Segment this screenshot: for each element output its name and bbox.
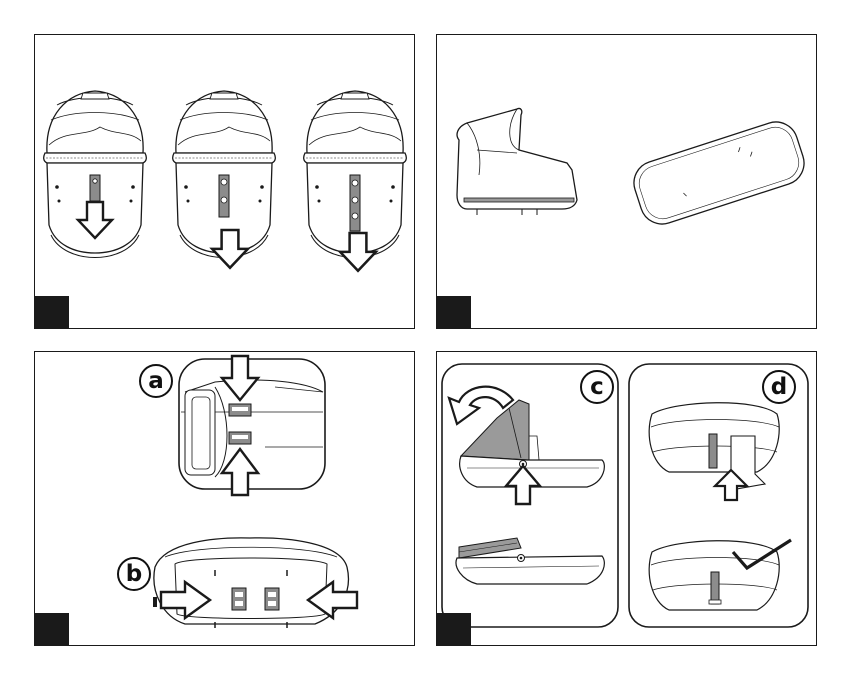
panel-strap-adjustment	[34, 34, 415, 329]
handle-release-illustration	[35, 352, 416, 647]
panel-hood-fold-and-cover: c d	[436, 351, 817, 646]
step-marker	[437, 296, 471, 328]
panel-handle-release: a b	[34, 351, 415, 646]
panel-carrycot-and-mattress	[436, 34, 817, 329]
label-c: c	[580, 370, 614, 404]
label-a: a	[139, 364, 173, 398]
strap-adjustment-illustration	[35, 35, 416, 330]
mattress	[628, 116, 809, 229]
detail-a-inset	[179, 356, 325, 495]
bassinet-strap-short	[44, 91, 147, 258]
bassinet-strap-medium	[173, 91, 276, 268]
carrycot-side-view	[457, 108, 577, 215]
step-marker	[35, 613, 69, 645]
carrycot-mattress-illustration	[437, 35, 818, 330]
hood-cover-illustration	[437, 352, 818, 647]
step-marker	[437, 613, 471, 645]
label-d: d	[762, 370, 796, 404]
bassinet-strap-long	[304, 91, 407, 271]
carrycot-strap-secured	[649, 541, 779, 610]
detail-b-underside	[153, 538, 357, 628]
label-b: b	[117, 557, 151, 591]
step-marker	[35, 296, 69, 328]
